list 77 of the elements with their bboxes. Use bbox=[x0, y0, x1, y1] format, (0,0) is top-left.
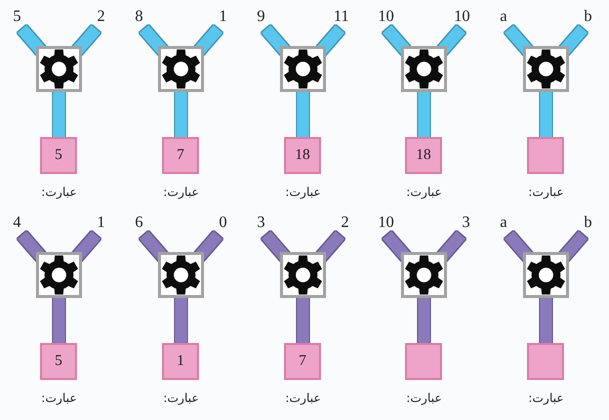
input-number: 2 bbox=[341, 214, 349, 231]
expression-label: عبارت: bbox=[41, 390, 77, 407]
output-value: 5 bbox=[54, 353, 62, 370]
input-number: 8 bbox=[135, 8, 143, 25]
output-box bbox=[405, 343, 442, 380]
pipe bbox=[17, 25, 47, 56]
input-number: 10 bbox=[378, 214, 394, 231]
output-box bbox=[527, 343, 564, 380]
input-number: 5 bbox=[13, 8, 21, 25]
expression-label: عبارت: bbox=[406, 184, 442, 201]
output-value: 1 bbox=[176, 353, 184, 370]
input-number: b bbox=[584, 214, 592, 231]
input-number: 2 bbox=[97, 8, 105, 25]
pipe bbox=[540, 298, 552, 343]
pipe bbox=[418, 92, 430, 137]
output-box bbox=[162, 343, 199, 380]
output-box bbox=[405, 137, 442, 174]
output-box bbox=[40, 343, 77, 380]
pipe bbox=[193, 231, 223, 262]
expression-label: عبارت: bbox=[528, 390, 564, 407]
input-number: 3 bbox=[462, 214, 470, 231]
pipe bbox=[261, 25, 291, 56]
input-number: 10 bbox=[378, 8, 394, 25]
pipe bbox=[71, 25, 101, 56]
output-value: 7 bbox=[298, 353, 306, 370]
pipe bbox=[315, 231, 345, 262]
pipe bbox=[418, 298, 430, 343]
expression-label: عبارت: bbox=[285, 184, 321, 201]
pipe bbox=[139, 25, 169, 56]
output-box bbox=[40, 137, 77, 174]
input-number: 9 bbox=[257, 8, 265, 25]
input-number: b bbox=[584, 8, 592, 25]
pipe bbox=[71, 231, 101, 262]
expression-label: عبارت: bbox=[41, 184, 77, 201]
output-box bbox=[284, 343, 321, 380]
input-number: 6 bbox=[135, 214, 143, 231]
expression-label: عبارت: bbox=[528, 184, 564, 201]
expression-label: عبارت: bbox=[163, 184, 199, 201]
input-number: 1 bbox=[97, 214, 105, 231]
pipe bbox=[297, 92, 309, 137]
output-box bbox=[284, 137, 321, 174]
pipe bbox=[297, 298, 309, 343]
input-number: 4 bbox=[13, 214, 21, 231]
output-box bbox=[527, 137, 564, 174]
output-value: 5 bbox=[54, 147, 62, 164]
pipe bbox=[540, 92, 552, 137]
input-number: a bbox=[500, 214, 508, 231]
pipe bbox=[436, 231, 466, 262]
input-number: 1 bbox=[219, 8, 227, 25]
pipe bbox=[382, 25, 412, 56]
pipe bbox=[558, 231, 588, 262]
output-box bbox=[162, 137, 199, 174]
pipe bbox=[504, 25, 534, 56]
output-value: 18 bbox=[416, 147, 431, 164]
pipe bbox=[175, 298, 187, 343]
input-number: 10 bbox=[454, 8, 470, 25]
pipe bbox=[175, 92, 187, 137]
pipe bbox=[558, 25, 588, 56]
pipe bbox=[53, 298, 65, 343]
input-number: 0 bbox=[219, 214, 227, 231]
pipe bbox=[17, 231, 47, 262]
pipe bbox=[315, 25, 345, 56]
input-number: 11 bbox=[334, 8, 349, 25]
pipe bbox=[139, 231, 169, 262]
output-value: 7 bbox=[176, 147, 184, 164]
expression-label: عبارت: bbox=[285, 390, 321, 407]
pipe bbox=[504, 231, 534, 262]
pipe bbox=[193, 25, 223, 56]
expression-label: عبارت: bbox=[406, 390, 442, 407]
expression-label: عبارت: bbox=[163, 390, 199, 407]
pipe bbox=[53, 92, 65, 137]
input-number: 3 bbox=[257, 214, 265, 231]
pipe bbox=[382, 231, 412, 262]
input-number: a bbox=[500, 8, 508, 25]
pipe bbox=[436, 25, 466, 56]
pipe bbox=[261, 231, 291, 262]
output-value: 18 bbox=[295, 147, 310, 164]
